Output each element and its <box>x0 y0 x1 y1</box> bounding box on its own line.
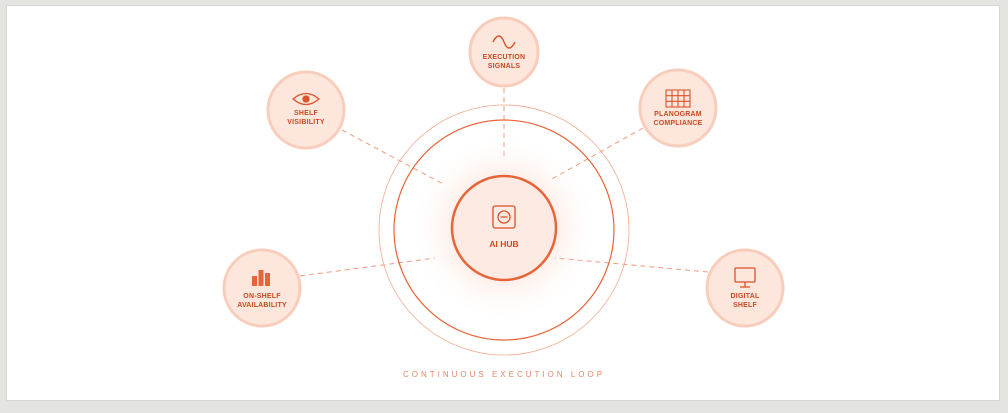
label-line: COMPLIANCE <box>653 119 703 127</box>
label-digital-shelf: DIGITAL SHELF <box>731 293 760 310</box>
label-line: SHELF <box>294 110 318 117</box>
label-line: SIGNALS <box>487 62 521 70</box>
hub-chip-icon <box>492 205 516 229</box>
label-line: AVAILABILITY <box>237 301 287 309</box>
label-execution-signals: EXECUTION SIGNALS <box>483 54 526 71</box>
label-shelf-visibility: SHELF VISIBILITY <box>287 110 324 127</box>
label-line: EXECUTION <box>482 54 526 61</box>
inner-loop-ring <box>393 119 615 341</box>
outer-loop-ring <box>378 104 630 356</box>
label-line: PLANOGRAM <box>654 111 702 118</box>
node-planogram-compliance <box>638 68 718 148</box>
connector-shelf-visibility <box>341 129 446 186</box>
label-line: ON-SHELF <box>243 293 281 300</box>
label-line: SHELF <box>733 301 757 309</box>
node-on-shelf-availability <box>222 248 302 328</box>
footer-caption: CONTINUOUS EXECUTION LOOP <box>402 370 606 379</box>
monitor-icon <box>734 267 756 288</box>
waveform-icon <box>492 35 516 49</box>
label-on-shelf-availability: ON-SHELF AVAILABILITY <box>237 293 287 310</box>
label-line: DIGITAL <box>730 293 760 300</box>
bar-chart-icon <box>252 270 270 286</box>
node-execution-signals <box>468 16 540 88</box>
node-digital-shelf <box>705 248 785 328</box>
label-line: VISIBILITY <box>287 118 325 126</box>
connector-on-shelf-availability <box>299 257 436 277</box>
grid-icon <box>665 89 691 108</box>
eye-icon <box>291 92 321 106</box>
hub-label: AI HUB <box>489 239 519 249</box>
label-planogram-compliance: PLANOGRAM COMPLIANCE <box>653 111 702 128</box>
node-shelf-visibility <box>266 70 346 150</box>
